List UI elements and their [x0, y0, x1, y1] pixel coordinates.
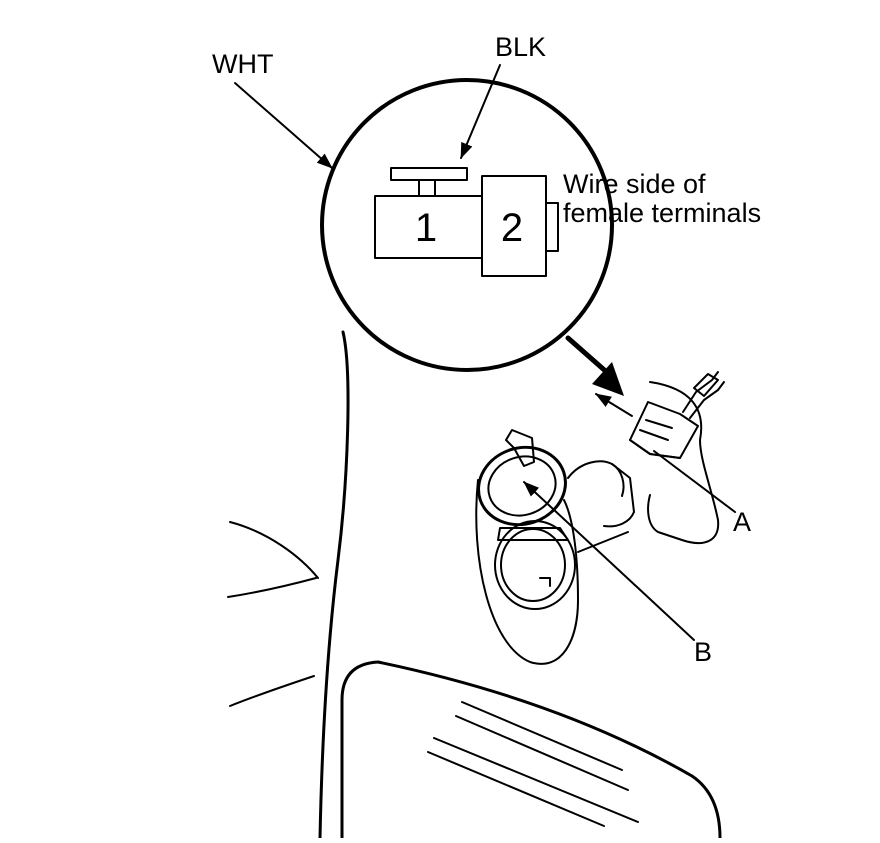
blk-leader-line	[460, 64, 501, 159]
window	[340, 660, 722, 840]
wire-side-label-line2: female terminals	[563, 198, 761, 228]
insertion-arrow	[595, 393, 633, 417]
wht-leader-line	[234, 82, 333, 169]
socket-recess	[475, 479, 629, 665]
wht-label: WHT	[212, 49, 273, 79]
label-b: B	[694, 637, 712, 667]
blk-label: BLK	[495, 32, 546, 62]
connector-detail: 1 2	[374, 167, 559, 277]
socket-lid	[477, 429, 567, 527]
body-panel	[227, 330, 350, 840]
connector-a	[629, 371, 725, 545]
wire-side-label-line1: Wire side of	[563, 169, 706, 199]
terminal-2-number: 2	[501, 206, 523, 250]
b-leader-line	[523, 481, 695, 641]
zoom-arrow	[565, 335, 624, 396]
a-leader-line	[653, 450, 736, 513]
terminal-1-number: 1	[415, 206, 437, 250]
label-a: A	[733, 507, 751, 537]
detail-magnifier-circle	[320, 78, 614, 372]
socket-body	[494, 460, 635, 610]
